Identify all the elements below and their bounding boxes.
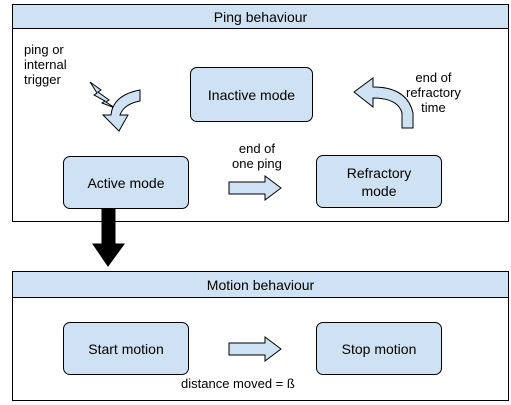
active-mode-node: Active mode (63, 156, 189, 209)
start-motion-node: Start motion (63, 322, 189, 375)
distance-moved-label: distance moved = ß (181, 376, 295, 391)
ping-behaviour-title: Ping behaviour (13, 5, 508, 29)
motion-behaviour-title: Motion behaviour (13, 272, 508, 298)
active-mode-label: Active mode (87, 174, 165, 191)
stop-motion-label: Stop motion (341, 340, 417, 357)
end-of-ping-label: end of one ping (232, 141, 282, 171)
motion-block-arrow-icon (228, 336, 282, 362)
refractory-mode-label: Refractory mode (346, 164, 412, 199)
curved-arrow-to-inactive-icon (353, 77, 414, 129)
inactive-mode-label: Inactive mode (207, 86, 296, 103)
lightning-bolt-icon (89, 81, 116, 109)
start-motion-label: Start motion (88, 340, 164, 357)
end-of-refractory-label: end of refractory time (406, 70, 461, 115)
block-arrow-right-icon (228, 175, 282, 201)
trigger-label: ping or internal trigger (24, 42, 67, 87)
curved-arrow-to-active-icon (101, 89, 141, 132)
black-down-arrow-icon (92, 208, 125, 267)
stop-motion-node: Stop motion (316, 322, 442, 375)
inactive-mode-node: Inactive mode (190, 67, 313, 122)
refractory-mode-node: Refractory mode (316, 155, 442, 208)
